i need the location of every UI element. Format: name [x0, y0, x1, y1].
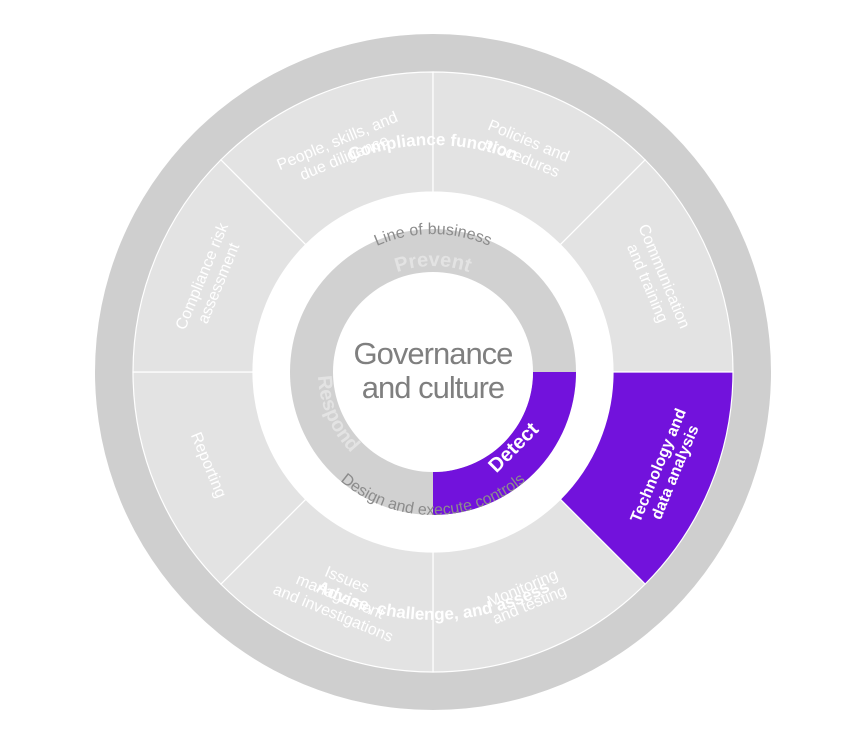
stage-accent-layer: [433, 372, 576, 515]
core-label-line-1: Governance: [354, 336, 513, 371]
segment-ring: [132, 71, 734, 673]
core-circle: [333, 272, 533, 472]
stage-segment-detect: [433, 372, 576, 515]
core-label-line-2: and culture: [362, 370, 504, 405]
